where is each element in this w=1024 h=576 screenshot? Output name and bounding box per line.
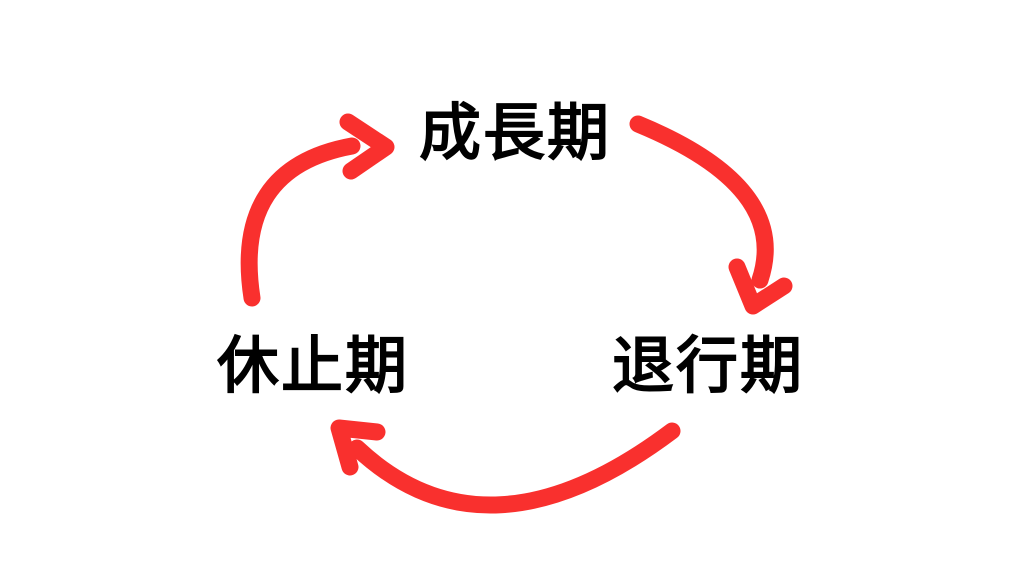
node-label-rest: 休止期 [216,329,410,402]
node-label-regression: 退行期 [611,329,805,402]
node-label-growth: 成長期 [418,96,612,169]
arrow-growth-to-regression-icon [629,115,793,315]
arrow-regression-to-rest-icon [330,419,681,514]
arrow-rest-to-growth-icon [240,113,395,307]
